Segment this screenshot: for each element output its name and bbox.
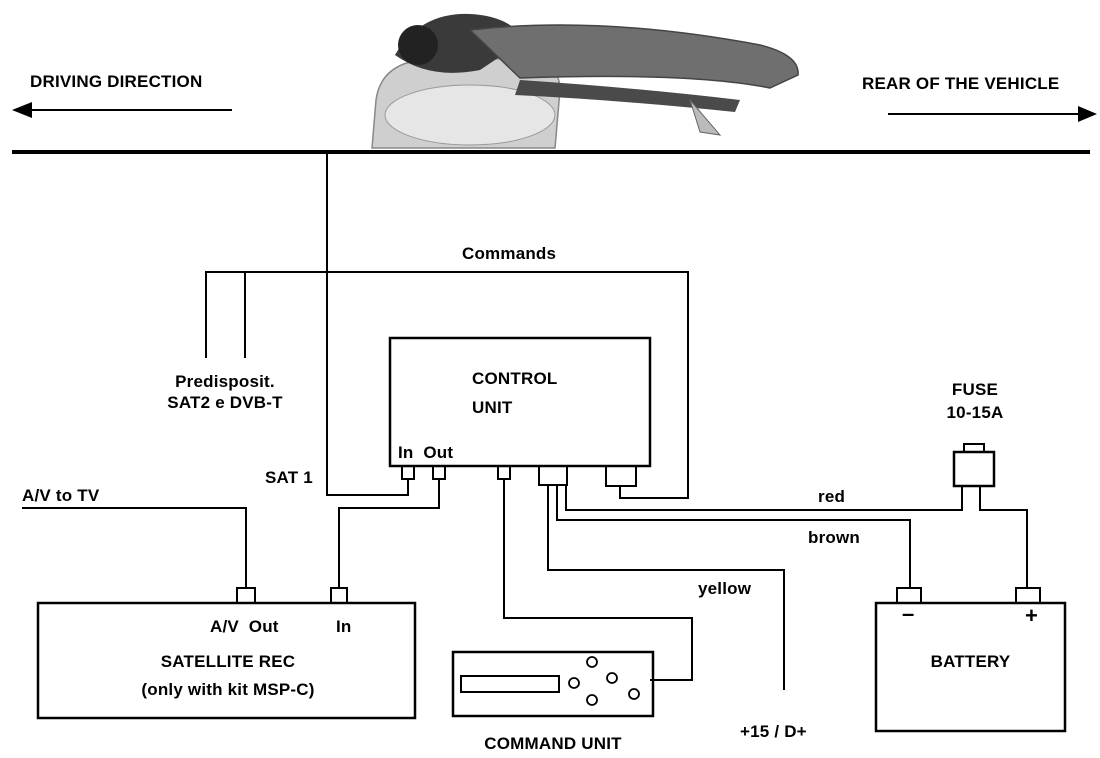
command-unit-display xyxy=(460,675,560,693)
brown-wire-label: brown xyxy=(808,528,860,547)
control-command-connector xyxy=(497,465,511,480)
in-out-label: In Out xyxy=(398,443,454,462)
predisposit-label-line1: Predisposit. xyxy=(175,372,275,391)
command-unit-button-2 xyxy=(586,656,598,668)
control-power-connector xyxy=(538,465,568,486)
brown-cable xyxy=(556,485,911,588)
battery-label: BATTERY xyxy=(930,652,1011,671)
receiver-av-out-label: A/V Out xyxy=(210,617,279,636)
av-to-tv-cable xyxy=(22,507,247,588)
av-to-tv-label: A/V to TV xyxy=(22,486,100,505)
driving-direction-arrow xyxy=(12,102,232,118)
yellow-wire-label: yellow xyxy=(698,579,752,598)
control-out-connector xyxy=(432,465,446,480)
command-unit-label: COMMAND UNIT xyxy=(484,734,622,753)
battery-minus-terminal xyxy=(896,587,922,604)
command-unit-button-1 xyxy=(568,677,580,689)
receiver-av-out-connector xyxy=(236,587,256,604)
yellow-cable xyxy=(547,485,785,690)
command-unit-cable xyxy=(503,479,693,681)
predisposit-cable-1 xyxy=(205,271,327,358)
command-unit-button-4 xyxy=(606,672,618,684)
battery xyxy=(874,587,1067,733)
command-unit-device xyxy=(451,650,655,718)
rear-direction-arrow xyxy=(888,106,1097,122)
battery-minus-sign: – xyxy=(902,601,915,626)
battery-plus-sign: + xyxy=(1025,603,1039,628)
command-unit-button-3 xyxy=(586,694,598,706)
battery-plus-terminal xyxy=(1015,587,1041,604)
red-wire-label: red xyxy=(818,487,846,506)
sat1-cable xyxy=(326,152,409,496)
driving-direction-label: DRIVING DIRECTION xyxy=(30,72,203,91)
command-unit-button-5 xyxy=(628,688,640,700)
red-cable xyxy=(565,485,963,511)
fuse-label-line1: FUSE xyxy=(951,380,999,399)
satellite-antenna-image xyxy=(371,13,799,149)
satellite-receiver-label-line2: (only with kit MSP-C) xyxy=(141,680,315,699)
control-unit-label-line1: CONTROL xyxy=(472,369,558,388)
control-unit-label-line2: UNIT xyxy=(472,398,513,417)
rear-of-vehicle-label: REAR OF THE VEHICLE xyxy=(862,74,1060,93)
commands-label: Commands xyxy=(462,244,557,263)
receiver-in-label: In xyxy=(336,617,352,636)
predisposit-label-line2: SAT2 e DVB-T xyxy=(167,393,283,412)
plus15-label: +15 / D+ xyxy=(740,722,807,741)
control-motor-connector xyxy=(605,465,637,487)
wiring xyxy=(22,152,1028,690)
control-unit-box xyxy=(388,336,652,468)
satellite-receiver-label-line1: SATELLITE REC xyxy=(160,652,296,671)
fuse-label-line2: 10-15A xyxy=(946,403,1004,422)
fuse xyxy=(952,443,996,488)
commands-cable xyxy=(327,271,689,499)
fuse-to-battery-cable xyxy=(979,486,1028,588)
control-in-connector xyxy=(401,465,415,480)
satellite-receiver-box xyxy=(36,601,417,720)
out-to-receiver-cable xyxy=(338,479,440,588)
receiver-in-connector xyxy=(330,587,348,604)
sat1-label: SAT 1 xyxy=(265,468,313,487)
